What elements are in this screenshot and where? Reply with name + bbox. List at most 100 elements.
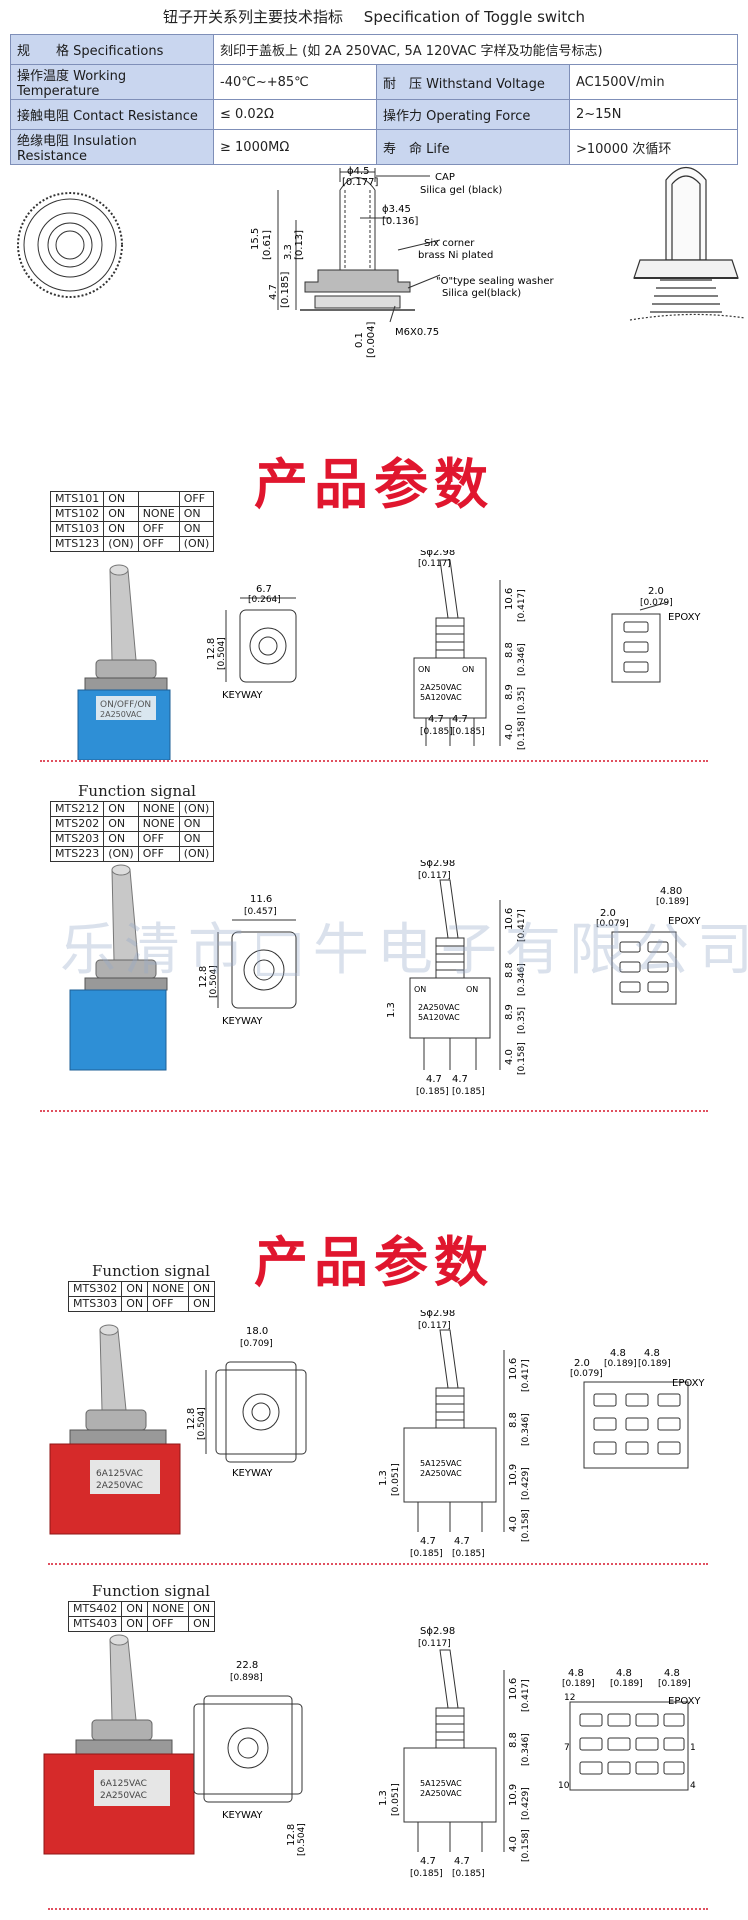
table-cell: NONE — [137, 801, 180, 817]
dim-89: 8.9 — [504, 1004, 515, 1020]
dim-40-in: [0.158] — [517, 717, 527, 750]
dim-88-in: [0.346] — [521, 1733, 531, 1766]
label-cap: CAP — [435, 172, 455, 183]
switch-photo-red-4pdt: 6A125VAC 2A250VAC — [43, 1634, 195, 1855]
dim-e20-in: [0.079] — [640, 598, 673, 608]
table-cell: MTS102 — [49, 506, 105, 522]
table-cell: OFF — [137, 521, 180, 537]
dim-106-in: [0.417] — [521, 1679, 531, 1712]
rating-2: 5A120VAC — [420, 693, 462, 702]
switch-photo-red-3pdt: 6A125VAC 2A250VAC — [49, 1324, 181, 1535]
dim-106-in: [0.417] — [521, 1359, 531, 1392]
table-cell: (ON) — [178, 846, 215, 862]
label-epoxy: EPOXY — [672, 1378, 705, 1389]
dim-shaft-in: [0.117] — [418, 871, 451, 881]
spec-label: 寿 命 Life — [376, 129, 570, 165]
dim-shaft: Sϕ2.98 — [420, 1310, 455, 1319]
table-cell: OFF — [137, 536, 180, 552]
dim-h: 12.8 — [198, 966, 209, 988]
table-cell: ON — [178, 506, 215, 522]
table-cell: ON — [178, 831, 215, 847]
table-cell: (ON) — [103, 536, 139, 552]
function-signal-label: Function signal — [78, 782, 196, 800]
front-view-3 — [205, 1361, 307, 1463]
table-cell: MTS202 — [49, 816, 105, 832]
label-oring-mat: Silica gel(black) — [442, 288, 521, 299]
dim-e48-in: [0.189] — [658, 1679, 691, 1689]
cap-side-view — [629, 166, 746, 321]
dim-shaft: Sϕ2.98 — [420, 860, 455, 869]
table-cell: ON — [103, 831, 139, 847]
title-cn: 钮子开关系列主要技术指标 — [163, 8, 344, 26]
table-cell: ON — [178, 816, 215, 832]
table-row: MTS223(ON)OFF(ON) — [49, 846, 215, 862]
spec-label: 接触电阻 Contact Resistance — [10, 99, 214, 130]
table-cell: MTS123 — [49, 536, 105, 552]
rating-1: 5A125VAC — [420, 1779, 462, 1788]
dim-h-in: [0.61] — [262, 230, 273, 260]
bottom-view-4 — [569, 1701, 689, 1791]
table-cell: NONE — [137, 506, 180, 522]
spec-table: 规 格 Specifications 刻印于盖板上 (如 2A 250VAC, … — [10, 34, 738, 165]
pos-on: ON — [462, 665, 474, 674]
table-cell: OFF — [178, 491, 215, 507]
group3-drawings: 6A125VAC 2A250VAC 18.0 [0.709] 12.8 [0.5… — [49, 1310, 705, 1559]
table-cell: OFF — [147, 1616, 190, 1632]
dim-109: 10.9 — [508, 1464, 519, 1486]
table-cell: ON — [178, 521, 215, 537]
page-title: 钮子开关系列主要技术指标 Specification of Toggle swi… — [0, 6, 748, 27]
table-row: MTS123(ON)OFF(ON) — [49, 536, 215, 552]
dim-w2: 11.6 — [250, 894, 272, 905]
dim-pin-in: [0.185] — [452, 1549, 485, 1559]
dim-pin: 4.7 — [454, 1856, 470, 1867]
dim-w1-in: [0.264] — [248, 595, 281, 605]
table-cell: MTS212 — [49, 801, 105, 817]
dim-shaft-in: [0.117] — [418, 559, 451, 569]
switch-print-3: 6A125VAC — [100, 1779, 147, 1789]
front-view-1 — [225, 597, 297, 683]
dim-h: 12.8 — [186, 1408, 197, 1430]
dim-88-in: [0.346] — [517, 963, 527, 996]
table-cell: NONE — [147, 1281, 190, 1297]
dim-shaft-in: [0.117] — [418, 1321, 451, 1331]
dim-d-in: [0.136] — [382, 216, 419, 227]
function-signal-label: Function signal — [92, 1262, 210, 1280]
label-epoxy: EPOXY — [668, 1696, 701, 1707]
dim-h-in: [0.504] — [209, 965, 219, 998]
dim-109-in: [0.429] — [521, 1787, 531, 1820]
dim-shaft-in: [0.117] — [418, 1639, 451, 1649]
table-cell: MTS302 — [67, 1281, 123, 1297]
spec-label: 规 格 Specifications — [10, 34, 214, 65]
dim-pin-in: [0.185] — [452, 727, 485, 737]
dim-b-in: [0.185] — [280, 271, 291, 308]
dim-13: 1.3 — [386, 1002, 397, 1018]
dim-89-in: [0.35] — [517, 687, 527, 714]
dim-h: 12.8 — [286, 1824, 297, 1846]
label-keyway: KEYWAY — [222, 1016, 263, 1027]
dim-m-in: [0.13] — [294, 230, 305, 260]
dim-106-in: [0.417] — [517, 589, 527, 622]
spec-label: 操作温度 Working Temperature — [10, 64, 214, 100]
divider — [48, 1908, 708, 1910]
table-cell: ON — [103, 491, 139, 507]
table-cell: ON — [188, 1281, 216, 1297]
dim-h: 12.8 — [206, 638, 217, 660]
label-thread: M6X0.75 — [395, 327, 439, 338]
label-six: Six corner — [424, 238, 475, 249]
label-epoxy: EPOXY — [668, 612, 701, 623]
table-cell: NONE — [137, 816, 180, 832]
table-cell: MTS403 — [67, 1616, 123, 1632]
rating-2: 2A250VAC — [420, 1789, 462, 1798]
table-cell: MTS303 — [67, 1296, 123, 1312]
spec-value: >10000 次循环 — [569, 129, 738, 165]
dim-e20: 2.0 — [600, 908, 616, 919]
dim-e48-in: [0.189] — [562, 1679, 595, 1689]
spec-value: ≥ 1000MΩ — [213, 129, 377, 165]
dim-88: 8.8 — [504, 642, 515, 658]
